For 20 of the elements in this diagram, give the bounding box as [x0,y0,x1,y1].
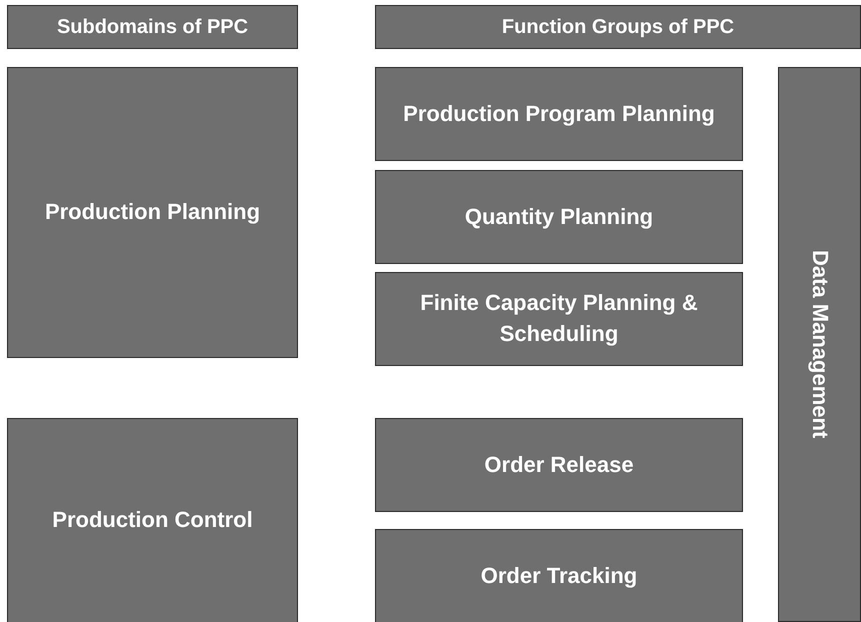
subdomain-box [7,67,298,358]
function-box [375,418,743,512]
box-label: Production Program Planning [402,100,716,128]
box-label: Order Release [483,450,635,479]
box-label: Finite Capacity Planning & Scheduling [419,289,699,348]
box-label: Production Planning [44,198,262,226]
function-box [375,529,743,622]
box-label: Subdomains of PPC [56,15,250,40]
subdomain-box [7,418,298,622]
header-bar [7,5,298,49]
box-label: Function Groups of PPC [500,15,736,40]
box-label: Quantity Planning [464,202,654,231]
vertical-bar [778,67,861,622]
function-box [375,272,743,366]
function-box [375,67,743,161]
box-label: Data Management [806,250,834,439]
box-label: Production Control [51,506,254,534]
header-bar [375,5,861,49]
box-label: Order Tracking [480,562,638,590]
function-box [375,170,743,264]
